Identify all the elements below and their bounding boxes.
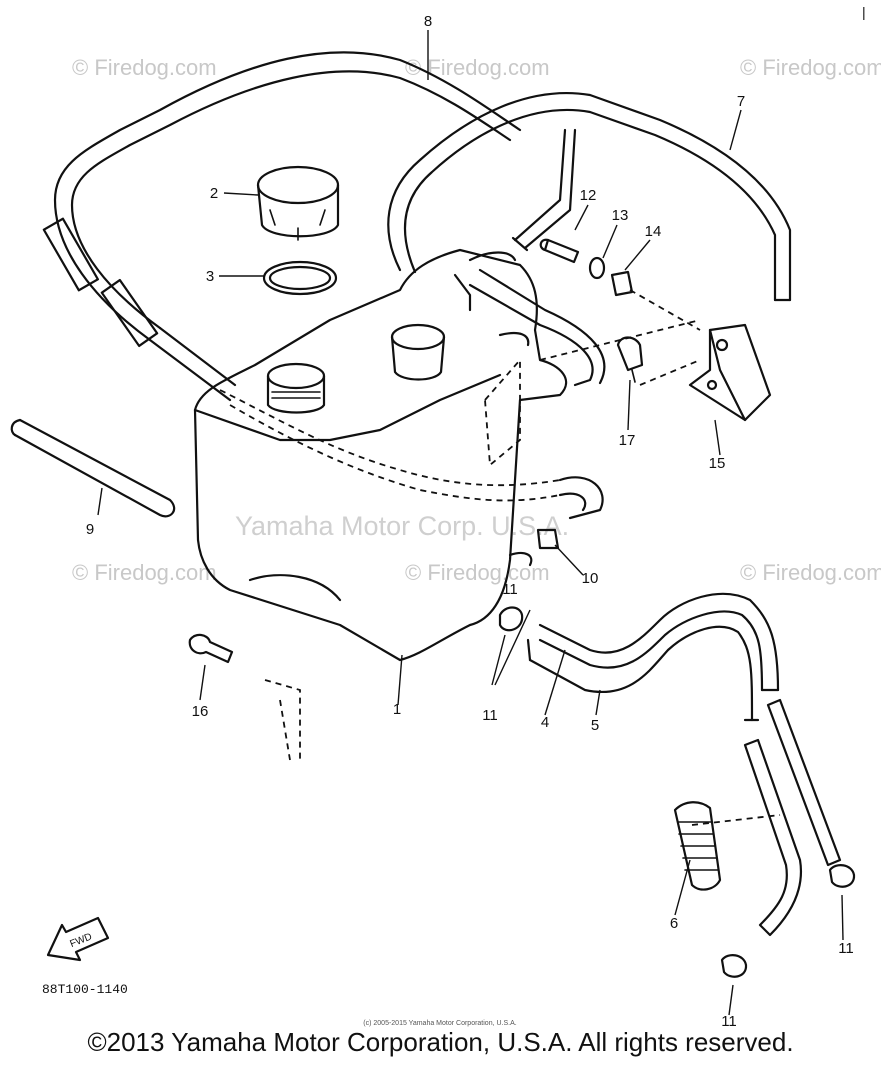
label-2: 2 <box>210 185 218 202</box>
front-arrow-icon: FWD <box>46 916 110 962</box>
hose-7 <box>387 91 792 387</box>
cap-2 <box>256 165 340 241</box>
diagram-code: 88T100-1140 <box>42 982 128 997</box>
hose-8 <box>42 51 522 402</box>
leader-lines <box>97 30 844 1016</box>
label-11: 11 <box>838 940 854 957</box>
label-17: 17 <box>619 432 636 449</box>
label-7: 7 <box>737 93 745 110</box>
label-9: 9 <box>86 521 94 538</box>
label-5: 5 <box>591 717 599 734</box>
nut-14 <box>610 270 634 297</box>
fitting-17 <box>616 336 644 383</box>
label-13: 13 <box>612 207 629 224</box>
label-8: 8 <box>424 13 432 30</box>
washer-13 <box>588 256 606 280</box>
watermarks: © Firedog.com © Firedog.com © Firedog.co… <box>72 55 881 585</box>
label-14: 14 <box>645 223 662 240</box>
tank-1 <box>193 248 604 662</box>
ring-3 <box>262 260 338 296</box>
hose-9 <box>10 418 176 518</box>
clips-11 <box>498 606 856 978</box>
edge-mark: | <box>862 4 866 20</box>
part-labels: 8 7 2 3 9 1 12 13 14 17 15 10 16 11 4 5 … <box>86 13 854 1030</box>
bracket-15 <box>688 323 772 422</box>
label-15: 15 <box>709 455 726 472</box>
label-4: 4 <box>541 714 549 731</box>
label-11: 11 <box>502 581 518 598</box>
watermark: © Firedog.com <box>72 55 217 80</box>
label-11: 11 <box>721 1013 737 1030</box>
front-arrow-label: FWD <box>68 931 93 950</box>
small-copyright: (c) 2005-2015 Yamaha Motor Corporation, … <box>363 1020 516 1027</box>
watermark: © Firedog.com <box>740 560 881 585</box>
label-1: 1 <box>393 701 401 718</box>
label-10: 10 <box>582 570 599 587</box>
hose-4-5 <box>526 592 842 937</box>
label-3: 3 <box>206 268 214 285</box>
footer-copyright: ©2013 Yamaha Motor Corporation, U.S.A. A… <box>87 1027 794 1057</box>
watermark: © Firedog.com <box>405 560 550 585</box>
label-12: 12 <box>580 187 597 204</box>
label-6: 6 <box>670 915 678 932</box>
watermark: © Firedog.com <box>740 55 881 80</box>
center-watermark: Yamaha Motor Corp. U.S.A. <box>235 511 569 541</box>
dashed-stand <box>264 679 301 761</box>
label-16: 16 <box>192 703 209 720</box>
spring-6 <box>673 801 722 891</box>
bolt-16 <box>188 633 234 664</box>
label-11: 11 <box>482 707 498 724</box>
watermark: © Firedog.com <box>72 560 217 585</box>
bolt-12 <box>539 238 580 264</box>
watermark: © Firedog.com <box>405 55 550 80</box>
